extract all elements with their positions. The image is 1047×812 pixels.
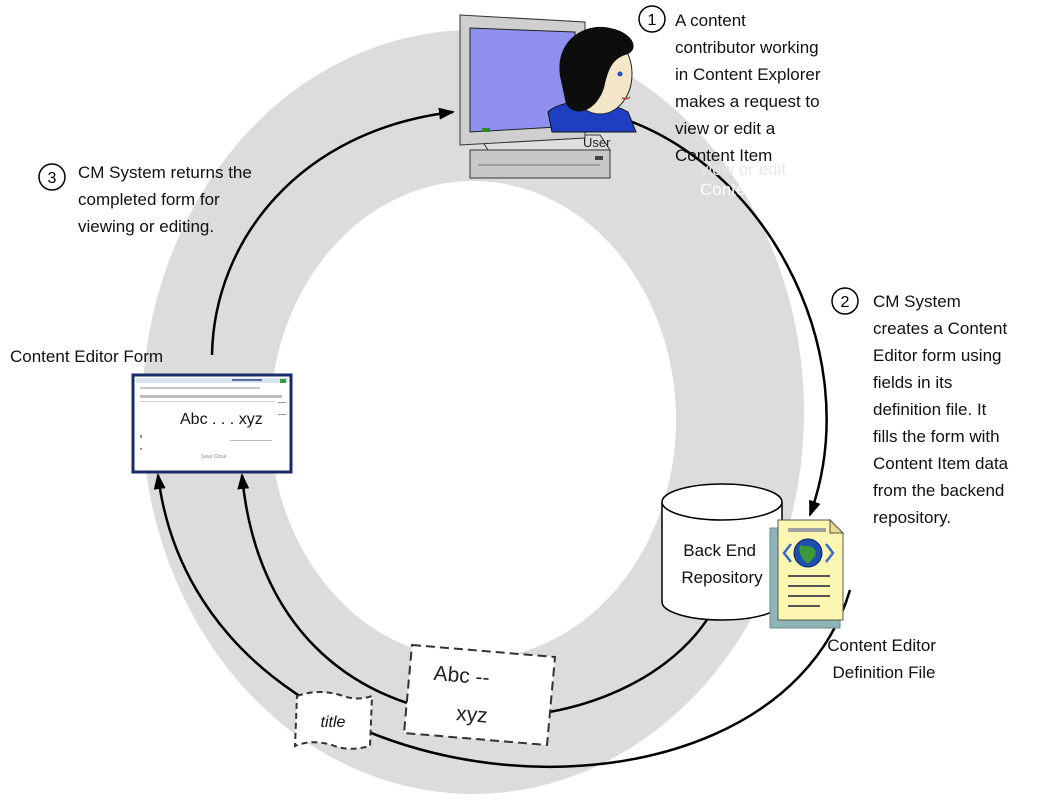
content-editor-form-thumbnail (131, 373, 293, 474)
step-3-number: 3 (48, 170, 57, 187)
title-data-arrow (153, 473, 852, 768)
step-1-number: 1 (648, 12, 657, 29)
title-tag (293, 691, 374, 750)
user-label: User (583, 135, 611, 150)
ghost-text-line-2: Content Item (700, 180, 797, 199)
ghost-text-line-1: view or edit (700, 160, 786, 179)
step-2-badge (831, 287, 859, 315)
step-3-text: CM System returns the completed form for… (78, 163, 257, 236)
form-footer-text: Save Close (201, 454, 227, 460)
step-1-text: A content contributor working in Content… (675, 11, 825, 165)
step-2: 2 CM System creates a Content Editor for… (831, 287, 1013, 527)
step-3: 3 CM System returns the completed form f… (38, 163, 257, 236)
data-packet (402, 643, 557, 747)
repository-label: Back End Repository (681, 541, 763, 587)
step-1-badge (638, 5, 666, 33)
request-arrow (599, 110, 828, 517)
user-workstation (459, 14, 637, 179)
definition-file-label: Content Editor Definition File (827, 636, 940, 682)
step-2-text: CM System creates a Content Editor form … (873, 292, 1013, 527)
step-2-number: 2 (841, 294, 850, 311)
definition-file-icon (769, 518, 845, 629)
step-1: 1 A content contributor working in Conte… (638, 5, 825, 165)
title-tag-text: title (321, 714, 346, 731)
return-arrow (210, 107, 455, 356)
content-editor-form-label: Content Editor Form (10, 347, 163, 366)
data-packet-text: Abc -- xyz (429, 662, 496, 728)
step-3-badge (38, 163, 66, 191)
form-preview-text: Abc . . . xyz (180, 411, 263, 428)
workflow-ring (142, 30, 804, 794)
repository-database-icon (661, 483, 783, 621)
